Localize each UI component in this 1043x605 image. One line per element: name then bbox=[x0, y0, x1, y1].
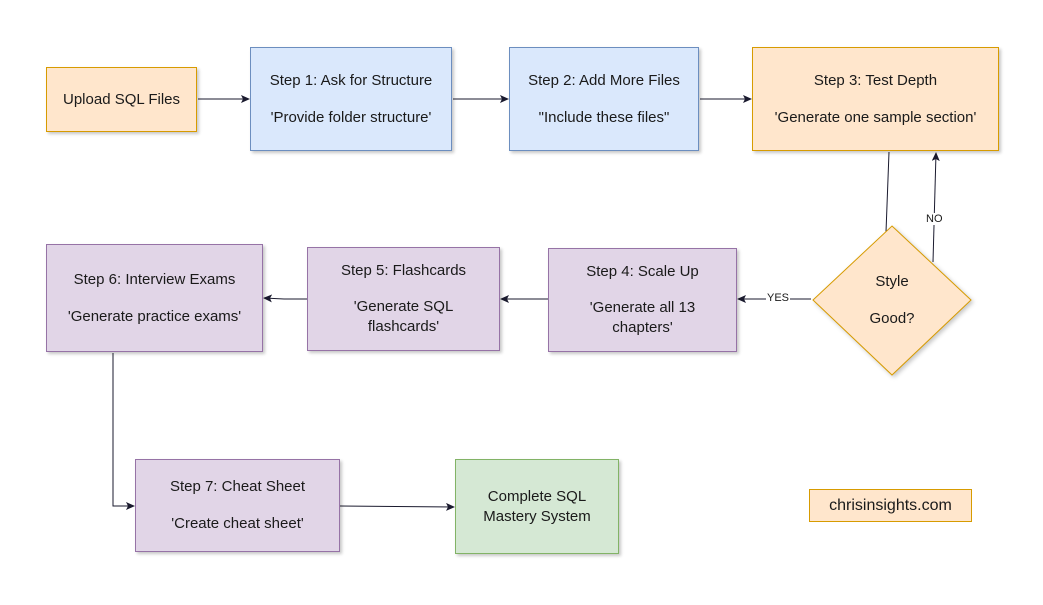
edge-label-no: NO bbox=[925, 213, 944, 225]
step3-title: Step 3: Test Depth bbox=[813, 71, 938, 89]
step2-prompt: "Include these files" bbox=[538, 108, 670, 126]
step1-prompt: 'Provide folder structure' bbox=[270, 108, 432, 126]
step1-node: Step 1: Ask for Structure 'Provide folde… bbox=[250, 47, 452, 151]
step2-node: Step 2: Add More Files "Include these fi… bbox=[509, 47, 699, 151]
step4-prompt-line2: chapters' bbox=[612, 319, 673, 336]
decision-node: Style Good? bbox=[813, 225, 971, 375]
final-line2: Mastery System bbox=[483, 507, 591, 525]
edge-step7-final bbox=[339, 502, 455, 511]
step3-prompt: 'Generate one sample section' bbox=[774, 108, 977, 126]
decision-line2: Good? bbox=[869, 309, 915, 327]
brand-badge: chrisinsights.com bbox=[809, 489, 972, 522]
upload-node: Upload SQL Files bbox=[46, 67, 197, 132]
step4-node: Step 4: Scale Up 'Generate all 13 chapte… bbox=[548, 248, 737, 352]
step5-node: Step 5: Flashcards 'Generate SQL flashca… bbox=[307, 247, 500, 351]
step2-title: Step 2: Add More Files bbox=[528, 71, 680, 89]
final-line1: Complete SQL bbox=[487, 487, 587, 505]
step1-title: Step 1: Ask for Structure bbox=[269, 71, 433, 89]
edge-step3-decision bbox=[885, 151, 890, 233]
step3-node: Step 3: Test Depth 'Generate one sample … bbox=[752, 47, 999, 151]
edge-decision-no bbox=[931, 152, 940, 263]
edge-step6-step7 bbox=[112, 353, 135, 510]
step4-title: Step 4: Scale Up bbox=[586, 263, 699, 280]
edge-label-yes: YES bbox=[766, 292, 791, 304]
decision-diamond bbox=[812, 225, 972, 376]
final-node: Complete SQL Mastery System bbox=[455, 459, 619, 554]
step7-prompt: 'Create cheat sheet' bbox=[171, 515, 304, 532]
step5-title: Step 5: Flashcards bbox=[340, 262, 467, 279]
step7-title: Step 7: Cheat Sheet bbox=[169, 478, 306, 495]
step6-title: Step 6: Interview Exams bbox=[73, 270, 236, 288]
edge-step5-step6 bbox=[263, 294, 307, 303]
step5-prompt-line2: flashcards' bbox=[367, 318, 440, 335]
step4-prompt-line1: 'Generate all 13 bbox=[589, 299, 696, 316]
step7-node: Step 7: Cheat Sheet 'Create cheat sheet' bbox=[135, 459, 340, 552]
step5-prompt-line1: 'Generate SQL bbox=[353, 298, 454, 315]
upload-node-title: Upload SQL Files bbox=[63, 90, 180, 108]
step6-prompt: 'Generate practice exams' bbox=[67, 307, 242, 325]
decision-line1: Style bbox=[875, 272, 909, 290]
step6-node: Step 6: Interview Exams 'Generate practi… bbox=[46, 244, 263, 352]
